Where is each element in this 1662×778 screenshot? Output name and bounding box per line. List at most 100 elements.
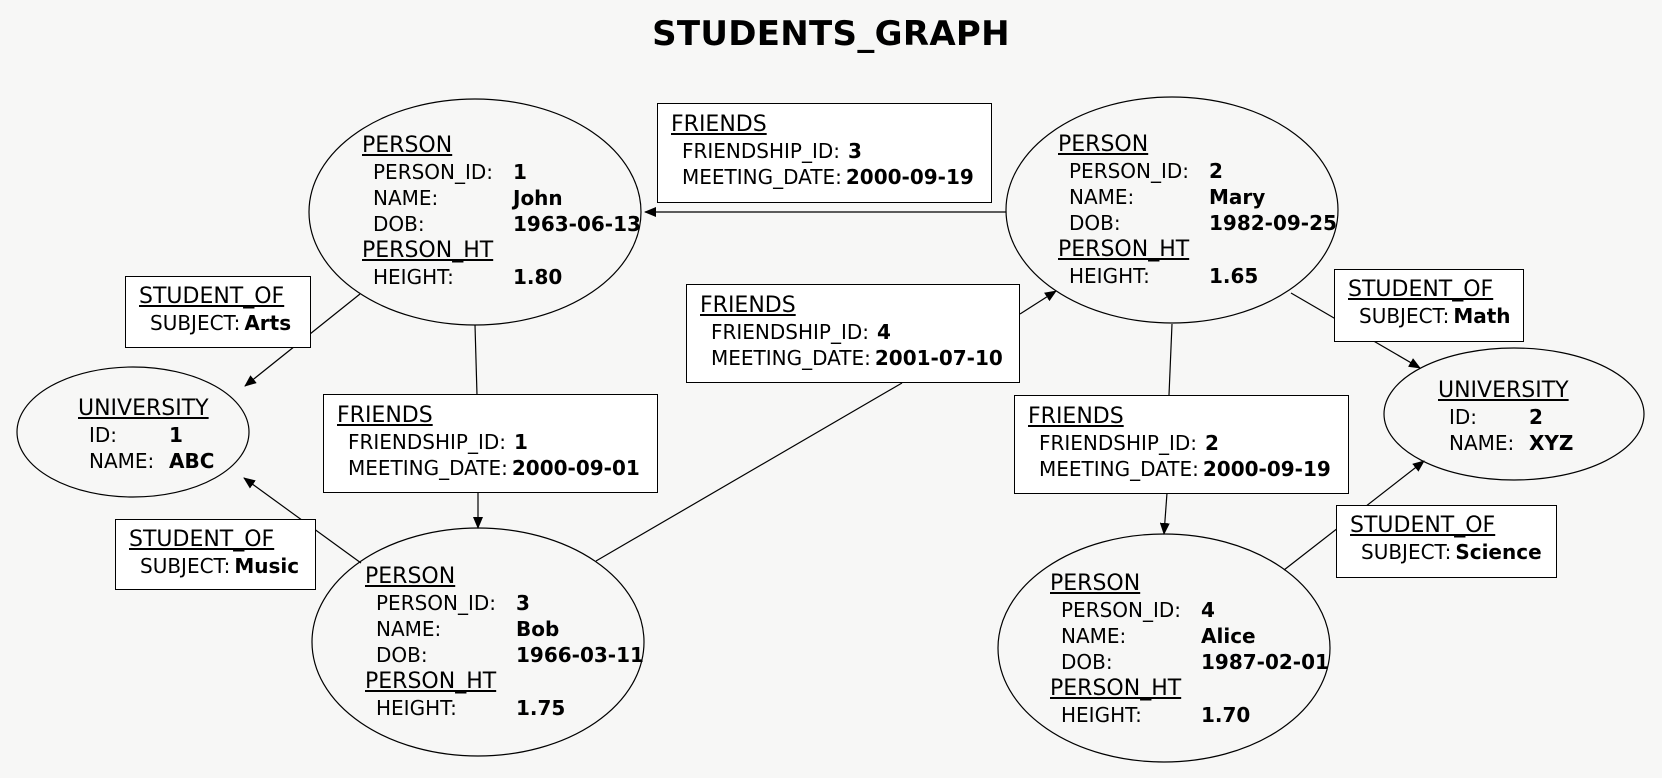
field-value: 4: [877, 320, 891, 344]
field-value: 1: [169, 423, 183, 447]
field-key: DOB:: [1069, 211, 1121, 235]
field-key: NAME:: [1069, 185, 1135, 209]
field-value: Music: [234, 554, 300, 578]
height-row: HEIGHT: 1.70: [1050, 702, 1329, 728]
edge-label: STUDENT_OF: [1348, 277, 1494, 302]
university-abc-ellipse: [16, 366, 250, 498]
friendship-id-row: FRIENDSHIP_ID: 4: [700, 319, 1006, 345]
field-key: HEIGHT:: [1061, 703, 1142, 727]
name-row: NAME: Mary: [1058, 184, 1337, 210]
field-key: SUBJECT:: [150, 311, 241, 335]
field-key: MEETING_DATE:: [711, 346, 871, 370]
field-value: 3: [848, 139, 862, 163]
edge-label: FRIENDS: [700, 293, 796, 318]
field-key: SUBJECT:: [1359, 304, 1450, 328]
field-value: 1.65: [1209, 264, 1259, 288]
person-id-row: PERSON_ID:2: [1058, 158, 1337, 184]
field-key: HEIGHT:: [1069, 264, 1150, 288]
field-value: Arts: [244, 311, 292, 335]
edge-label: STUDENT_OF: [139, 284, 285, 309]
field-value: 1.75: [516, 696, 566, 720]
edge-friends-1-a: [474, 324, 478, 396]
friends-edge-label-2: FRIENDS FRIENDSHIP_ID:2 MEETING_DATE:200…: [1014, 395, 1349, 494]
student-of-edge-label-music: STUDENT_OF SUBJECT:Music: [115, 519, 316, 590]
edge-friends-4-b: [1019, 290, 1057, 315]
field-value: John: [513, 186, 563, 210]
field-key: FRIENDSHIP_ID:: [711, 320, 870, 344]
field-key: NAME:: [376, 617, 442, 641]
field-value: 1: [513, 160, 527, 184]
name-row: NAME:John: [362, 185, 641, 211]
field-value: 1.80: [513, 265, 563, 289]
field-key: PERSON_ID:: [373, 160, 494, 184]
field-value: Math: [1453, 304, 1511, 328]
field-key: HEIGHT:: [373, 265, 454, 289]
meeting-date-row: MEETING_DATE:2001-07-10: [700, 345, 1006, 371]
name-row: NAME: Alice: [1050, 623, 1329, 649]
field-value: 1966-03-11: [516, 643, 644, 667]
field-key: DOB:: [373, 212, 425, 236]
friendship-id-row: FRIENDSHIP_ID:1: [337, 429, 644, 455]
friends-edge-label-4: FRIENDS FRIENDSHIP_ID: 4 MEETING_DATE:200…: [686, 284, 1020, 383]
university-node-xyz: UNIVERSITY ID:2 NAME:XYZ: [1438, 377, 1573, 456]
field-key: NAME:: [1449, 431, 1515, 455]
field-key: MEETING_DATE:: [1039, 457, 1199, 481]
field-value: 1.70: [1201, 703, 1251, 727]
field-key: FRIENDSHIP_ID:: [1039, 431, 1198, 455]
field-value: 2000-09-01: [511, 456, 640, 480]
meeting-date-row: MEETING_DATE:2000-09-01: [337, 455, 644, 481]
subject-row: SUBJECT:Arts: [139, 310, 297, 336]
node-label: PERSON: [1058, 132, 1149, 157]
field-value: 2: [1209, 159, 1223, 183]
person-node-mary: PERSON PERSON_ID:2 NAME: Mary DOB: 1982-09…: [1058, 131, 1337, 289]
edge-label: FRIENDS: [337, 403, 433, 428]
student-of-edge-label-math: STUDENT_OF SUBJECT:Math: [1334, 269, 1524, 342]
friends-edge-label-1: FRIENDS FRIENDSHIP_ID:1 MEETING_DATE:200…: [323, 394, 658, 493]
field-key: PERSON_ID:: [1061, 598, 1182, 622]
university-node-abc: UNIVERSITY ID:1 NAME:ABC: [78, 395, 214, 474]
field-value: Alice: [1201, 624, 1256, 648]
person-id-row: PERSON_ID:4: [1050, 597, 1329, 623]
height-row: HEIGHT: 1.65: [1058, 263, 1337, 289]
field-value: 1963-06-13: [513, 212, 641, 236]
node-label: UNIVERSITY: [1438, 378, 1569, 403]
field-key: NAME:: [1061, 624, 1127, 648]
name-row: NAME: ABC: [78, 448, 214, 474]
field-key: FRIENDSHIP_ID:: [682, 139, 841, 163]
person-mary-ellipse: [1005, 96, 1339, 324]
field-value: 1982-09-25: [1209, 211, 1337, 235]
subject-row: SUBJECT:Math: [1348, 303, 1511, 329]
field-value: 1987-02-01: [1201, 650, 1329, 674]
edge-label: STUDENT_OF: [1350, 513, 1496, 538]
node-label: PERSON: [1050, 571, 1141, 596]
person-node-john: PERSON PERSON_ID:1 NAME:John DOB:1963-06…: [362, 132, 641, 290]
field-key: NAME:: [89, 449, 155, 473]
university-xyz-ellipse: [1383, 347, 1645, 481]
subject-row: SUBJECT:Science: [1350, 539, 1543, 565]
meeting-date-row: MEETING_DATE:2000-09-19: [671, 164, 978, 190]
edge-friends-2-a: [1168, 323, 1173, 396]
dob-row: DOB: 1963-06-13: [362, 211, 641, 237]
dob-row: DOB: 1987-02-01: [1050, 649, 1329, 675]
field-value: Mary: [1209, 185, 1266, 209]
field-value: ABC: [169, 449, 215, 473]
edge-label: FRIENDS: [671, 112, 767, 137]
node-sublabel: PERSON_HT: [362, 238, 494, 263]
edge-friends-2-b: [1159, 492, 1170, 535]
field-value: XYZ: [1529, 431, 1574, 455]
field-key: FRIENDSHIP_ID:: [348, 430, 507, 454]
name-row: NAME:Bob: [365, 616, 644, 642]
field-key: DOB:: [376, 643, 428, 667]
field-key: DOB:: [1061, 650, 1113, 674]
student-of-edge-label-arts: STUDENT_OF SUBJECT:Arts: [125, 276, 311, 348]
node-sublabel: PERSON_HT: [365, 669, 497, 694]
field-value: 2000-09-19: [845, 165, 974, 189]
field-value: 2: [1205, 431, 1219, 455]
node-sublabel: PERSON_HT: [1050, 676, 1182, 701]
edge-label: FRIENDS: [1028, 404, 1124, 429]
height-row: HEIGHT:1.75: [365, 695, 644, 721]
edge-friends-4-a: [595, 382, 903, 562]
friends-edge-label-3: FRIENDS FRIENDSHIP_ID: 3 MEETING_DATE:200…: [657, 103, 992, 203]
dob-row: DOB: 1982-09-25: [1058, 210, 1337, 236]
field-key: ID:: [1449, 405, 1478, 429]
